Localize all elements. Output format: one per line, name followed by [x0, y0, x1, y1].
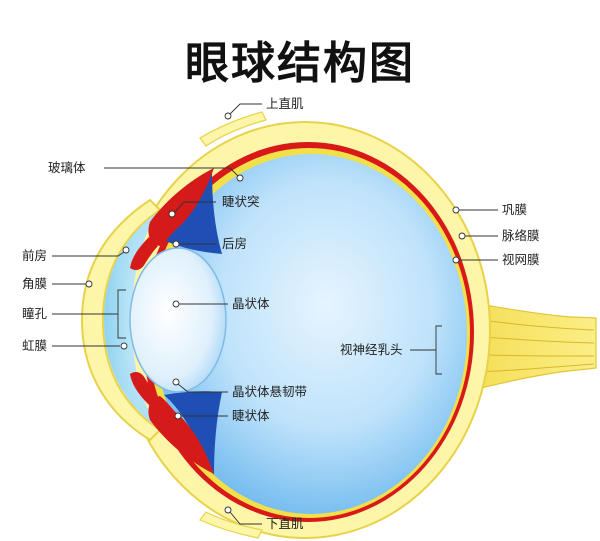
- label-anterior-chamber: 前房: [22, 246, 130, 263]
- posterior-chamber-zone: [164, 170, 222, 254]
- svg-text:后房: 后房: [222, 236, 247, 251]
- zonule-zone: [164, 391, 222, 475]
- label-sclera: 巩膜: [452, 202, 527, 217]
- superior-rectus-muscle: [199, 111, 267, 147]
- label-zonule: 晶状体悬韧带: [172, 378, 307, 399]
- label-optic-disc: 视神经乳头: [340, 325, 442, 375]
- label-cornea: 角膜: [22, 276, 93, 291]
- label-ciliary-body: 睫状体: [174, 408, 270, 423]
- label-vitreous: 玻璃体: [48, 160, 244, 182]
- ciliary-body-upper: [148, 168, 214, 246]
- label-inferior-rectus: 下直肌: [224, 506, 304, 531]
- svg-text:前房: 前房: [22, 248, 47, 263]
- svg-text:睫状突: 睫状突: [222, 194, 260, 209]
- svg-text:晶状体: 晶状体: [232, 296, 270, 311]
- svg-text:角膜: 角膜: [22, 276, 47, 291]
- svg-text:巩膜: 巩膜: [502, 202, 527, 217]
- svg-text:睫状体: 睫状体: [232, 408, 270, 423]
- label-superior-rectus: 上直肌: [224, 96, 304, 120]
- svg-text:视网膜: 视网膜: [502, 252, 540, 267]
- vitreous-body: [155, 154, 467, 514]
- label-lens: 晶状体: [172, 296, 270, 311]
- label-choroid: 脉络膜: [458, 228, 540, 243]
- svg-text:视神经乳头: 视神经乳头: [340, 342, 403, 357]
- ciliary-body-lower: [148, 396, 214, 474]
- svg-text:脉络膜: 脉络膜: [502, 228, 540, 243]
- svg-text:虹膜: 虹膜: [22, 338, 47, 353]
- label-posterior-chamber: 后房: [172, 236, 247, 251]
- diagram-title: 眼球结构图: [185, 38, 415, 89]
- svg-text:上直肌: 上直肌: [266, 96, 304, 111]
- label-retina: 视网膜: [452, 252, 540, 267]
- inferior-rectus-muscle: [199, 511, 263, 539]
- svg-text:瞳孔: 瞳孔: [22, 306, 48, 321]
- iris-lower: [130, 372, 158, 406]
- svg-text:下直肌: 下直肌: [266, 516, 304, 531]
- iris-upper: [130, 236, 158, 270]
- lens: [129, 247, 227, 393]
- svg-text:玻璃体: 玻璃体: [48, 160, 86, 175]
- svg-text:晶状体悬韧带: 晶状体悬韧带: [232, 384, 307, 399]
- label-ciliary-process: 睫状突: [168, 194, 260, 218]
- cornea: [80, 198, 162, 442]
- label-iris: 虹膜: [22, 338, 128, 353]
- label-pupil: 瞳孔: [22, 289, 126, 339]
